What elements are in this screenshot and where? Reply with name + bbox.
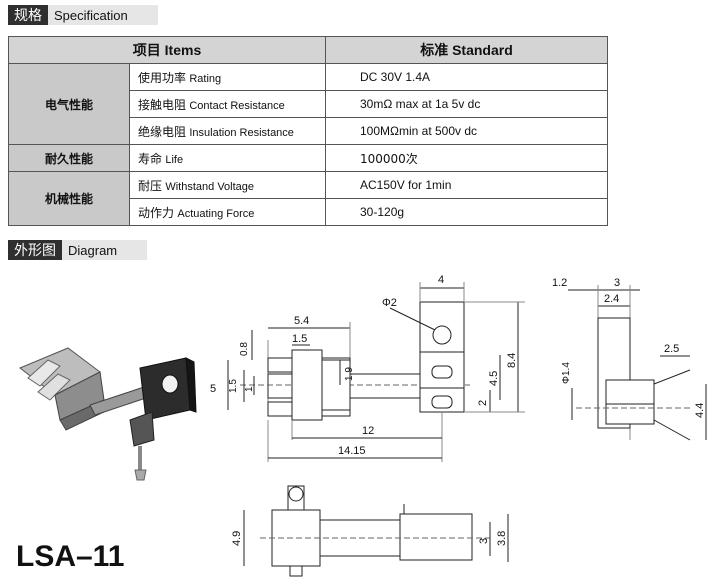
model-number: LSA–11 [16, 540, 125, 573]
group-mechanical: 机械性能 [8, 171, 130, 226]
group-electrical: 电气性能 [8, 63, 130, 145]
value-cell: AC150V for 1min [325, 171, 608, 199]
dim-4: 4 [438, 274, 444, 286]
header-items: 项目 Items [8, 36, 326, 64]
dim-2-4: 2.4 [604, 293, 619, 305]
spec-title-cn: 规格 [8, 5, 48, 25]
dim-12: 12 [362, 425, 374, 437]
table-row: 耐久性能 寿命 Life 100000次 [8, 144, 608, 172]
dimension-labels: 4 Φ2 5.4 1.5 0.8 1.9 5 1.5 1 4.5 8.4 2 1… [210, 274, 706, 546]
table-row: 接触电阻 Contact Resistance 30mΩ max at 1a 5… [9, 90, 608, 118]
dim-2: 2 [477, 400, 489, 406]
dim-1: 1 [244, 386, 255, 392]
product-photo [19, 347, 197, 481]
dim-14-15: 14.15 [338, 445, 366, 457]
dim-3b: 3 [478, 538, 490, 544]
dim-1-5b: 1.5 [228, 379, 239, 393]
dim-2-5: 2.5 [664, 343, 679, 355]
dim-1-2: 1.2 [552, 277, 567, 289]
dim-phi1-4: Φ1.4 [561, 362, 572, 384]
dim-0-8: 0.8 [239, 342, 250, 356]
diagram-title-en: Diagram [62, 240, 148, 260]
diagram-section-header: 外形图 Diagram [8, 240, 148, 260]
group-durability: 耐久性能 [8, 144, 130, 172]
dim-5: 5 [210, 383, 216, 395]
spec-section-header: 规格 Specification [8, 5, 158, 25]
specification-table: 项目 Items 标准 Standard 电气性能 使用功率 Rating DC… [8, 36, 608, 226]
table-row: 动作力 Actuating Force 30-120g [9, 198, 608, 226]
header-standard: 标准 Standard [325, 36, 608, 64]
dim-3: 3 [614, 277, 620, 289]
value-cell: DC 30V 1.4A [325, 63, 608, 91]
dim-8-4: 8.4 [506, 353, 518, 368]
dim-1-5: 1.5 [292, 333, 307, 345]
dim-4-5: 4.5 [488, 371, 500, 386]
table-row: 电气性能 使用功率 Rating DC 30V 1.4A [8, 63, 608, 145]
bottom-view [243, 485, 509, 577]
dim-phi2: Φ2 [382, 297, 397, 309]
dim-5-4: 5.4 [294, 315, 309, 327]
dim-3-8: 3.8 [496, 531, 508, 546]
dim-4-4: 4.4 [694, 403, 706, 418]
value-cell: 100000次 [325, 144, 608, 172]
table-row: 机械性能 耐压 Withstand Voltage AC150V for 1mi… [8, 171, 608, 226]
dim-1-9: 1.9 [344, 367, 355, 381]
dim-4-9: 4.9 [231, 531, 243, 546]
diagram-title-cn: 外形图 [8, 240, 62, 260]
spec-title-en: Specification [48, 5, 158, 25]
value-cell: 30mΩ max at 1a 5v dc [325, 90, 608, 118]
value-cell: 30-120g [325, 198, 608, 226]
front-view [227, 282, 525, 462]
side-view [568, 285, 707, 441]
